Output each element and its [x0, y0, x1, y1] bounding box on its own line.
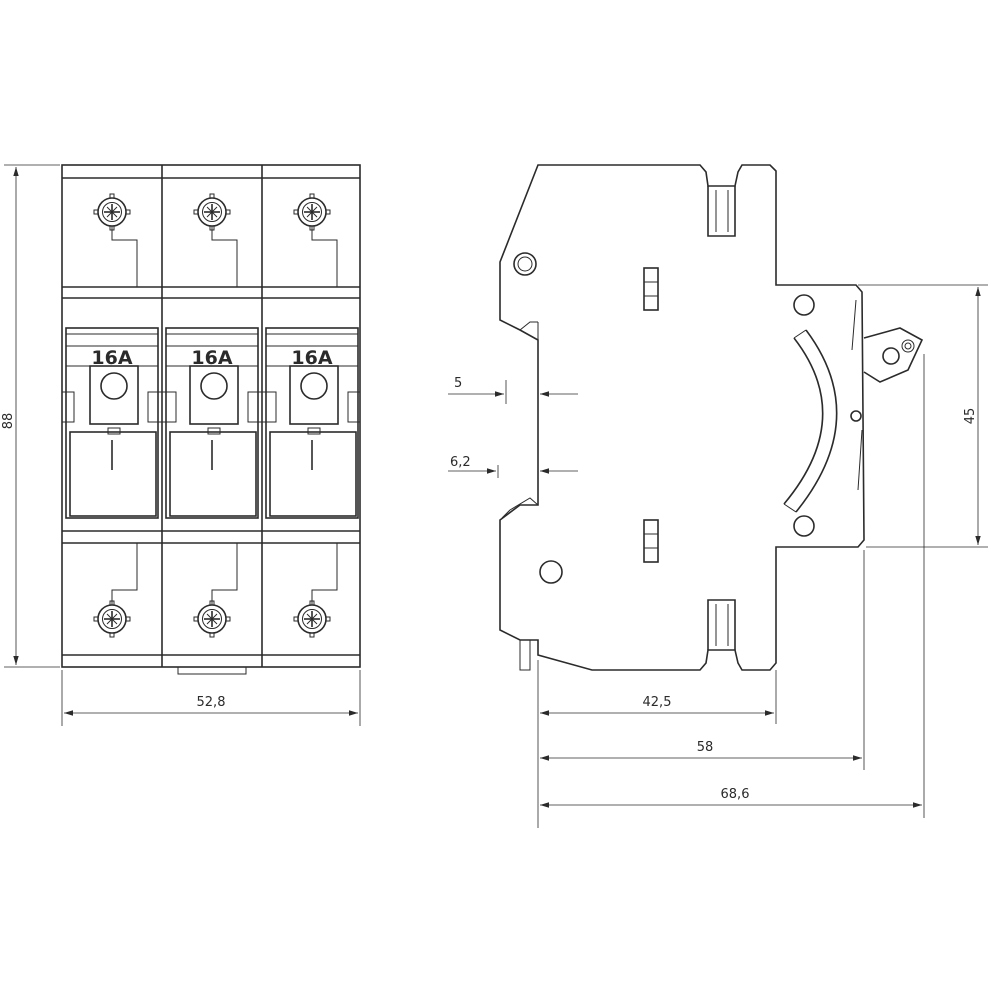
dim-68-6-label: 68,6	[721, 787, 750, 802]
dim-58-label: 58	[697, 740, 714, 755]
width-dimension-label: 52,8	[197, 695, 226, 710]
side-view: 5 6,2 42,5 58 68,6 45	[448, 164, 988, 828]
rivet	[793, 515, 815, 537]
terminal-screw-icon[interactable]	[193, 600, 231, 638]
height-dimension-label: 88	[1, 413, 16, 430]
front-view: 16A 16A	[1, 164, 361, 726]
terminal-screw-icon[interactable]	[93, 193, 131, 231]
terminal-screw-icon[interactable]	[93, 600, 131, 638]
dim-45-label: 45	[963, 408, 978, 425]
handle[interactable]	[89, 365, 139, 425]
rating-label: 16A	[191, 347, 232, 369]
pole-1: 16A	[61, 193, 177, 638]
rivet	[539, 560, 563, 584]
pole-2: 16A	[165, 193, 277, 638]
rivet	[793, 294, 815, 316]
pole-3: 16A	[265, 193, 361, 638]
rating-label: 16A	[91, 347, 132, 369]
terminal-screw-icon[interactable]	[193, 193, 231, 231]
dim-6-2-label: 6,2	[450, 455, 471, 470]
terminal-screw-icon[interactable]	[293, 600, 331, 638]
handle-arc[interactable]	[783, 337, 824, 505]
rivet	[513, 252, 537, 276]
dim-5-label: 5	[454, 376, 462, 391]
rating-label: 16A	[291, 347, 332, 369]
terminal-screw-icon[interactable]	[293, 193, 331, 231]
handle[interactable]	[289, 365, 339, 425]
side-outline	[499, 164, 865, 671]
handle[interactable]	[189, 365, 239, 425]
toggle-lever[interactable]	[863, 327, 924, 383]
dim-42-5-label: 42,5	[643, 695, 672, 710]
